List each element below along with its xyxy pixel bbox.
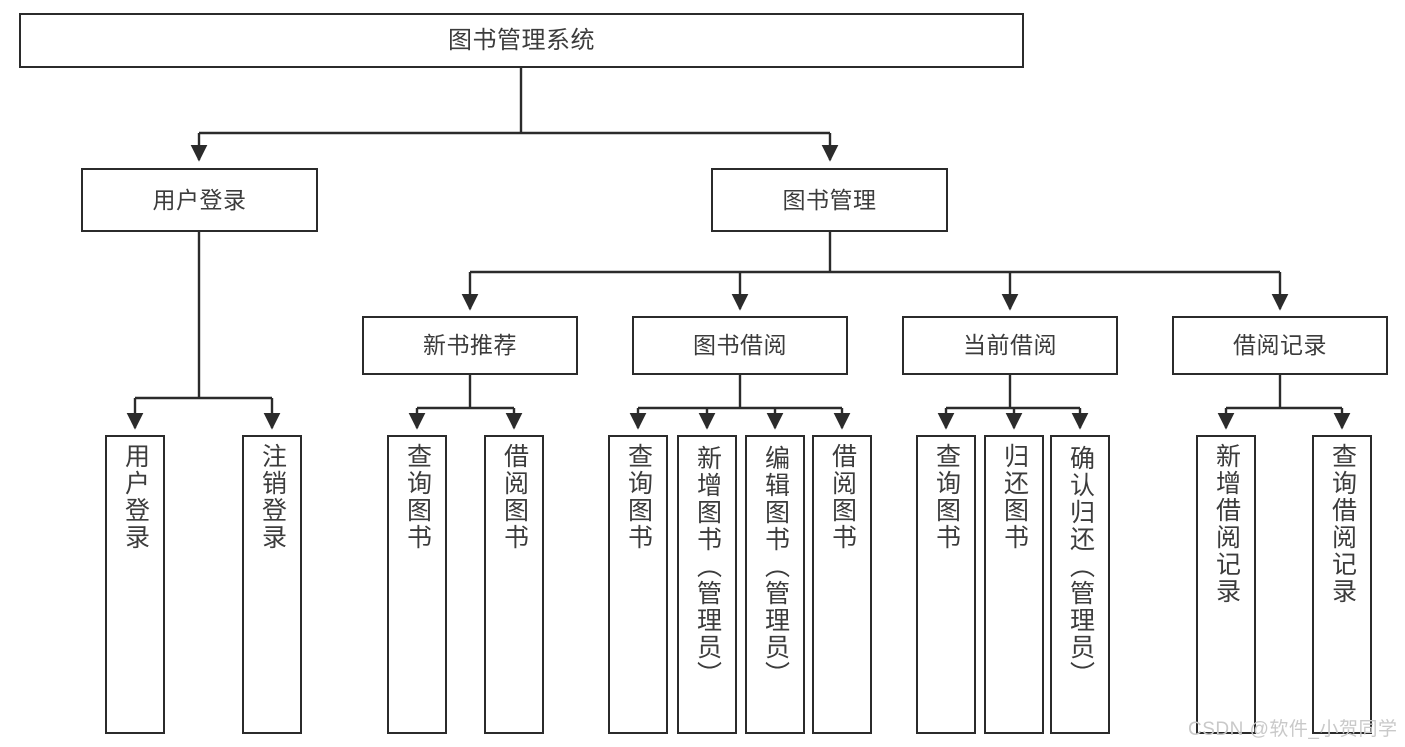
node-label: 当前借阅 bbox=[963, 332, 1057, 359]
node-label: 新增图书（管理员） bbox=[693, 445, 722, 688]
node-label: 借阅记录 bbox=[1233, 332, 1327, 359]
node-label: 查询图书 bbox=[403, 443, 432, 551]
leaf-query-borrow-record[interactable]: 查询借阅记录 bbox=[1312, 435, 1372, 734]
node-label: 图书管理 bbox=[782, 186, 877, 213]
node-current-borrow[interactable]: 当前借阅 bbox=[902, 316, 1118, 375]
csdn-watermark: CSDN @软件_小贺同学 bbox=[1188, 719, 1398, 740]
node-root-system[interactable]: 图书管理系统 bbox=[19, 13, 1024, 68]
node-label: 借阅图书 bbox=[828, 443, 857, 551]
leaf-confirm-return-admin[interactable]: 确认归还（管理员） bbox=[1050, 435, 1110, 734]
node-label: 查询图书 bbox=[624, 443, 653, 551]
leaf-logout[interactable]: 注销登录 bbox=[242, 435, 302, 734]
leaf-user-login[interactable]: 用户登录 bbox=[105, 435, 165, 734]
node-label: 编辑图书（管理员） bbox=[761, 445, 790, 688]
leaf-query-books-new[interactable]: 查询图书 bbox=[387, 435, 447, 734]
node-label: 归还图书 bbox=[1000, 443, 1029, 551]
node-label: 用户登录 bbox=[121, 443, 150, 551]
node-label: 用户登录 bbox=[152, 186, 247, 213]
leaf-query-books-borrow[interactable]: 查询图书 bbox=[608, 435, 668, 734]
node-label: 确认归还（管理员） bbox=[1066, 445, 1095, 688]
leaf-borrow-books-new[interactable]: 借阅图书 bbox=[484, 435, 544, 734]
node-user-login[interactable]: 用户登录 bbox=[81, 168, 318, 232]
leaf-edit-book-admin[interactable]: 编辑图书（管理员） bbox=[745, 435, 805, 734]
leaf-add-book-admin[interactable]: 新增图书（管理员） bbox=[677, 435, 737, 734]
leaf-add-borrow-record[interactable]: 新增借阅记录 bbox=[1196, 435, 1256, 734]
node-book-management[interactable]: 图书管理 bbox=[711, 168, 948, 232]
node-label: 查询图书 bbox=[932, 443, 961, 551]
node-label: 图书借阅 bbox=[693, 332, 787, 359]
node-new-book-recommend[interactable]: 新书推荐 bbox=[362, 316, 578, 375]
leaf-query-books-current[interactable]: 查询图书 bbox=[916, 435, 976, 734]
node-label: 图书管理系统 bbox=[448, 26, 595, 54]
node-label: 新书推荐 bbox=[423, 332, 517, 359]
node-borrow-records[interactable]: 借阅记录 bbox=[1172, 316, 1388, 375]
leaf-borrow-books[interactable]: 借阅图书 bbox=[812, 435, 872, 734]
node-book-borrow[interactable]: 图书借阅 bbox=[632, 316, 848, 375]
node-label: 新增借阅记录 bbox=[1212, 443, 1241, 605]
node-label: 借阅图书 bbox=[500, 443, 529, 551]
node-label: 注销登录 bbox=[258, 443, 287, 551]
node-label: 查询借阅记录 bbox=[1328, 443, 1357, 605]
leaf-return-books[interactable]: 归还图书 bbox=[984, 435, 1044, 734]
